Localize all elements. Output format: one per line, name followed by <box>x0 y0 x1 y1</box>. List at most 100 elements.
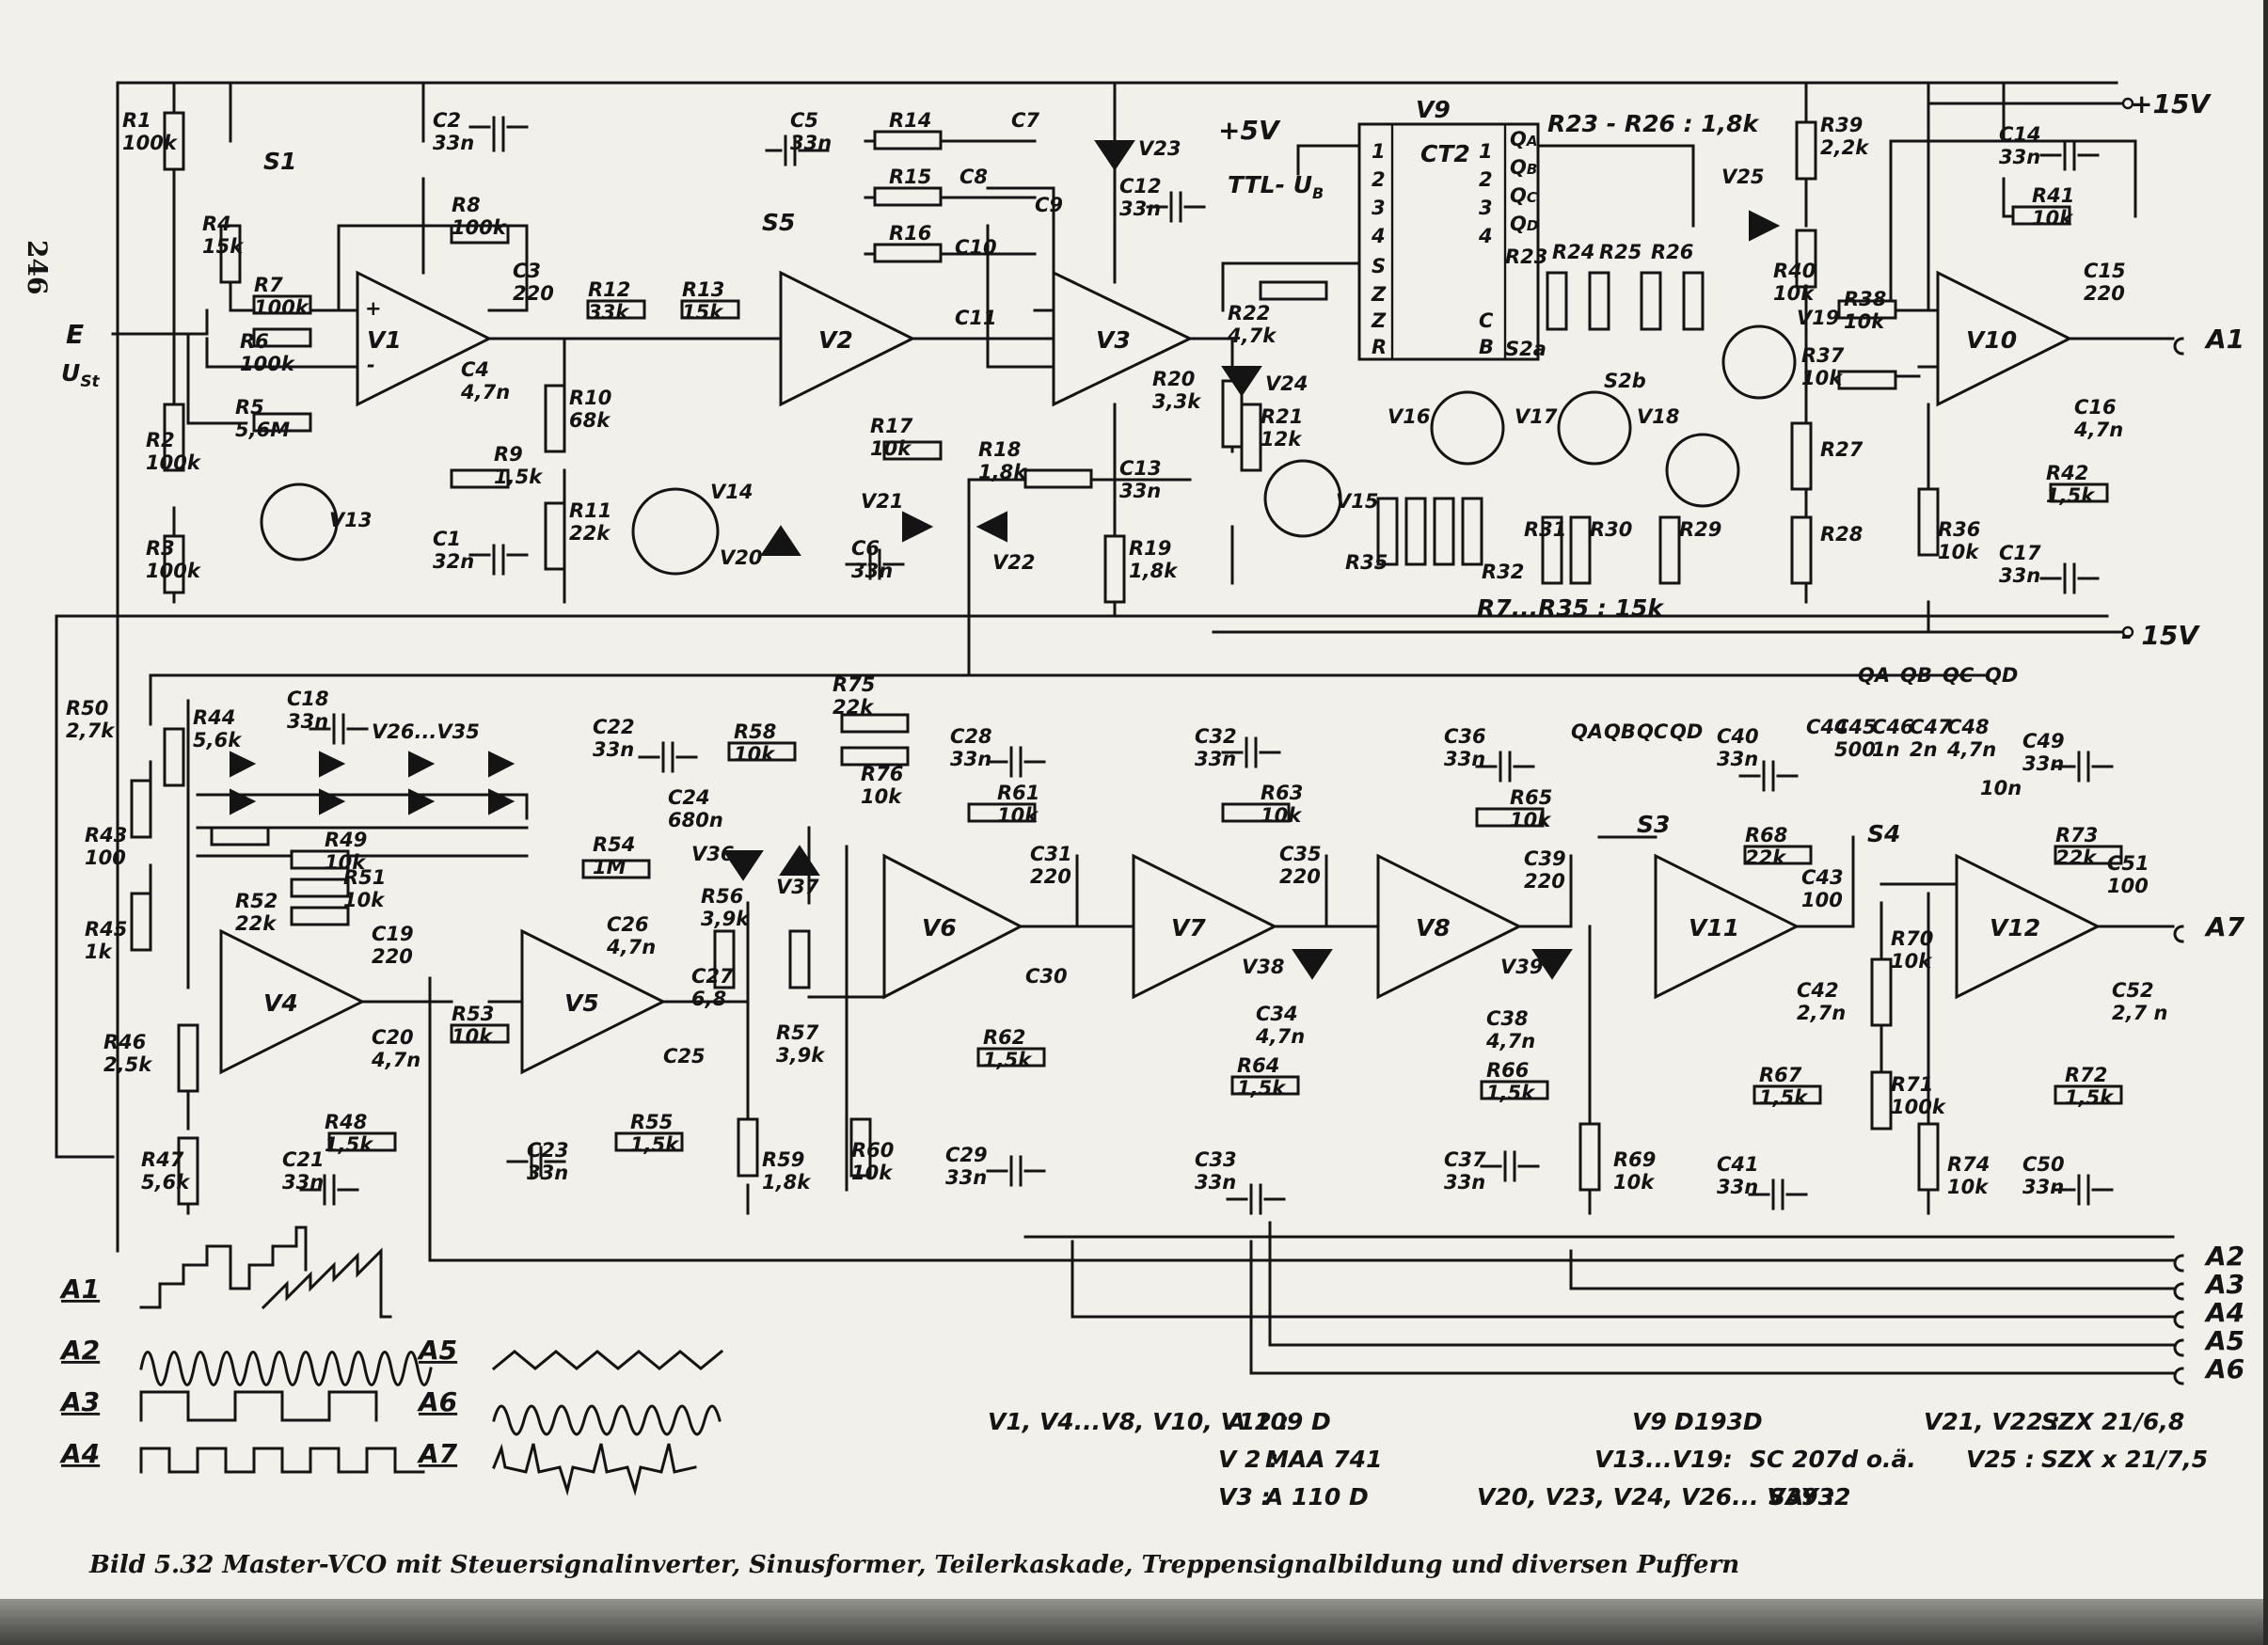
bom-left-0: V1, V4...V8, V10, V12 : <box>988 1408 1289 1435</box>
capacitor-c18-value: 33n <box>287 710 328 733</box>
resistor-r63: R63 <box>1261 782 1303 804</box>
labels: 246 E USt +15V - 15V +5V TTL- UB R7...R3… <box>22 88 2212 799</box>
capacitor-c33-value: 33n <box>1195 1171 1236 1194</box>
resistor-r17: R17 <box>870 415 913 437</box>
resistor-r8: R8 <box>452 194 481 216</box>
resistor-r15: R15 <box>889 166 931 188</box>
opamp-v10-label: V10 <box>1966 326 2017 354</box>
resistor-r70-value: 10k <box>1891 950 1933 973</box>
legend-key-a1: A1 <box>59 1273 100 1305</box>
resistor-r30: R30 <box>1590 518 1632 541</box>
opamp-v5-label: V5 <box>564 989 599 1017</box>
capacitor-c31-value: 220 <box>1030 865 1071 888</box>
capacitor-c43-value: 100 <box>1801 889 1843 911</box>
capacitor-c48: C48 <box>1947 716 1990 738</box>
svg-text:S: S <box>1372 255 1386 277</box>
diode-v37: V37 <box>776 876 819 898</box>
switch-s3-input-1: QB <box>1604 720 1636 743</box>
resistor-r39-value: 2,2k <box>1820 136 1870 159</box>
output-connector-a2 <box>2173 1254 2184 1273</box>
switch-s2b: S2b <box>1604 370 1646 392</box>
capacitor-c1: C1 <box>433 528 461 550</box>
svg-text:4: 4 <box>1478 225 1493 247</box>
diode-v39: V39 <box>1500 956 1543 978</box>
resistor-r12: R12 <box>588 278 630 301</box>
output-connector-a1 <box>2173 337 2184 356</box>
resistor-r35: R35 <box>1345 551 1388 574</box>
capacitor-c16-value: 4,7n <box>2073 419 2123 441</box>
rail-pos15: +15V <box>2131 88 2212 119</box>
capacitor-c35-value: 220 <box>1279 865 1321 888</box>
resistor-r42-value: 1,5k <box>2046 484 2096 507</box>
capacitor-c20-value: 4,7n <box>371 1049 420 1071</box>
output-a7: A7 <box>2204 911 2245 942</box>
resistor-r14: R14 <box>889 109 931 132</box>
resistor-r36-value: 10k <box>1938 541 1980 563</box>
bom-right-0: A 109 D <box>1226 1408 1331 1435</box>
resistor-r61-value: 10k <box>997 804 1039 827</box>
wiring-top <box>111 81 2175 677</box>
capacitor-c34-value: 4,7n <box>1255 1025 1305 1048</box>
capacitor-c50: C50 <box>2022 1153 2065 1176</box>
output-connector-a5 <box>2173 1338 2184 1357</box>
resistor-r1-value: 100k <box>122 132 179 154</box>
resistor-r10: R10 <box>569 387 611 409</box>
resistor-r13: R13 <box>682 278 724 301</box>
resistor-r45: R45 <box>85 918 127 941</box>
semiconductors <box>230 140 1797 980</box>
opamp-v11: V11 <box>1654 853 1800 1000</box>
svg-text:3: 3 <box>1479 197 1493 219</box>
capacitor-c19: C19 <box>372 923 414 945</box>
resistor-r73: R73 <box>2055 824 2098 846</box>
resistor-r72-value: 1,5k <box>2065 1086 2115 1109</box>
resistor-r65: R65 <box>1510 786 1552 809</box>
capacitor-c31: C31 <box>1030 843 1072 865</box>
capacitor-c49-value: 33n <box>2022 752 2064 775</box>
resistor-r63-value: 10k <box>1261 804 1303 827</box>
resistor-r5: R5 <box>235 396 264 419</box>
capacitor-c52-value: 2,7 n <box>2112 1002 2167 1024</box>
resistor-r62-value: 1,5k <box>983 1049 1033 1071</box>
capacitor-c23-value: 33n <box>527 1162 568 1184</box>
resistor-r40: R40 <box>1773 260 1816 282</box>
opamp-v2: V2 <box>779 270 916 407</box>
output-a6: A6 <box>2204 1353 2244 1384</box>
svg-text:1: 1 <box>1372 140 1386 163</box>
resistor-r53-value: 10k <box>452 1025 494 1048</box>
resistor-r22: R22 <box>1228 302 1270 324</box>
resistor-r52-value: 22k <box>235 912 278 935</box>
resistor-r47: R47 <box>141 1148 184 1171</box>
resistor-r16: R16 <box>889 222 931 245</box>
resistor-r9: R9 <box>494 443 523 466</box>
capacitor-c20: C20 <box>372 1026 414 1049</box>
diode-v22: V22 <box>992 551 1035 574</box>
resistor-note: R7...R35 : 15k <box>1477 594 1664 622</box>
input-e: E <box>66 319 84 350</box>
resistor-r62: R62 <box>983 1026 1025 1049</box>
counter-note: R23 - R26 : 1,8k <box>1547 110 1760 137</box>
transistor-v17: V17 <box>1515 405 1558 428</box>
svg-text:C: C <box>1479 309 1494 332</box>
resistor-r21-value: 12k <box>1261 428 1303 451</box>
resistor-r45-value: 1k <box>85 941 114 963</box>
svg-text:Z: Z <box>1371 283 1387 306</box>
svg-text:1: 1 <box>1479 140 1493 163</box>
capacitor-c14: C14 <box>1999 123 2041 146</box>
cap-c48b: 10n <box>1980 777 2022 799</box>
resistor-r41-value: 10k <box>2032 207 2074 229</box>
resistor-r6: R6 <box>240 330 269 353</box>
capacitor-c3-value: 220 <box>513 282 554 305</box>
capacitor-c44: C44 <box>1806 716 1848 738</box>
resistor-r57-value: 3,9k <box>776 1044 826 1067</box>
resistor-r38: R38 <box>1844 288 1886 310</box>
resistor-r66-value: 1,5k <box>1486 1082 1536 1104</box>
capacitor-c38-value: 4,7n <box>1485 1030 1535 1052</box>
bom-right-1: MAA 741 <box>1265 1446 1382 1473</box>
resistor-r21: R21 <box>1261 405 1303 428</box>
capacitor-c51: C51 <box>2107 852 2149 875</box>
rail-ttl: TTL- UB <box>1228 171 1324 202</box>
opamp-v2-label: V2 <box>818 326 853 354</box>
capacitor-c1-value: 32n <box>433 550 474 573</box>
resistor-r38-value: 10k <box>1844 310 1886 333</box>
